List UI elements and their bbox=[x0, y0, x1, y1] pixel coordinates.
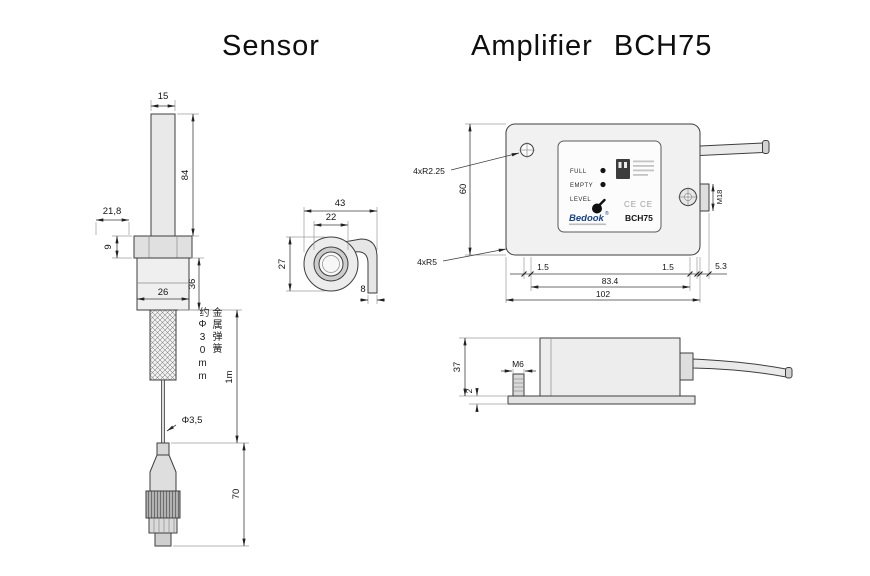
dim-shaft-width-label: 15 bbox=[158, 91, 169, 102]
dim-side-inner-diameter-label: 22 bbox=[326, 212, 337, 223]
dim-plate-thickness-label: 2 bbox=[464, 388, 474, 393]
empty-label: EMPTY bbox=[570, 183, 593, 189]
dim-corner-radius: 4xR5 bbox=[417, 248, 507, 267]
dim-body-width-label: 26 bbox=[158, 287, 169, 298]
dim-stud-thread-label: M6 bbox=[512, 359, 524, 369]
model-label: BCH75 bbox=[625, 213, 653, 223]
dim-side-inner-diameter: 22 bbox=[313, 212, 349, 250]
sensor-title: Sensor bbox=[222, 30, 320, 62]
dim-across-flats-label: 21,8 bbox=[103, 206, 122, 217]
amplifier-cable-top bbox=[699, 142, 764, 157]
sensor-body bbox=[136, 257, 190, 311]
full-led bbox=[600, 167, 606, 174]
dim-m18-label: M18 bbox=[715, 190, 724, 205]
front-panel bbox=[557, 140, 662, 233]
full-label: FULL bbox=[570, 169, 587, 175]
mounting-screw bbox=[519, 142, 535, 158]
empty-led bbox=[600, 181, 606, 188]
connector-knurl bbox=[145, 490, 181, 519]
dim-across-flats: 21,8 bbox=[95, 206, 130, 235]
dim-shaft-length-label: 84 bbox=[180, 170, 191, 181]
dim-bottom-chain: 1.5 1.5 5.3 83.4 102 bbox=[505, 213, 727, 303]
brand-subtext-line bbox=[569, 223, 606, 226]
cable-gland bbox=[678, 187, 698, 207]
dim-body-width: 26 bbox=[136, 287, 190, 301]
dim-side-height-label: 37 bbox=[452, 362, 463, 373]
dim-cable-diameter: Φ3,5 bbox=[166, 415, 203, 432]
sensor-spring-sheath bbox=[149, 309, 177, 381]
sensor-hex-flange bbox=[133, 235, 193, 259]
dim-shaft-length: 84 bbox=[177, 113, 199, 237]
level-knob bbox=[592, 198, 606, 214]
fine-print-lines bbox=[633, 160, 654, 176]
dim-flange-height-label: 9 bbox=[103, 244, 114, 249]
dim-flange-height: 9 bbox=[103, 235, 132, 259]
dim-shaft-width: 15 bbox=[150, 91, 176, 111]
dim-hook-width-label: 8 bbox=[360, 284, 365, 295]
ce-mark-2: CE bbox=[640, 200, 653, 209]
dim-stud-thread: M6 bbox=[501, 359, 536, 373]
dim-body-height-label: 36 bbox=[187, 279, 198, 290]
dip-switch bbox=[616, 159, 630, 179]
dim-hook-width: 8 bbox=[360, 284, 385, 304]
dim-side-overall-width-label: 43 bbox=[335, 198, 346, 209]
dim-offset-right-label: 1.5 bbox=[662, 262, 674, 272]
dim-corner-radius-label: 4xR5 bbox=[417, 257, 437, 267]
dim-total-width-label: 102 bbox=[596, 289, 610, 299]
dim-cable-length: 1m bbox=[171, 309, 249, 444]
dim-side-outer-diameter-label: 27 bbox=[277, 259, 288, 270]
amplifier-top-view: FULL EMPTY LEVEL CE CE Bedook bbox=[413, 123, 770, 303]
sensor-hook bbox=[342, 238, 378, 294]
amplifier-side-view: M6 37 2 bbox=[452, 337, 793, 412]
dim-cable-length-label: 1m bbox=[224, 370, 235, 383]
dim-cable-diameter-label: Φ3,5 bbox=[182, 415, 203, 426]
dim-offset-left-label: 1.5 bbox=[537, 262, 549, 272]
dim-side-overall-width: 43 bbox=[303, 198, 378, 252]
dim-screw-span-label: 83.4 bbox=[602, 276, 619, 286]
cable-end-cap-side bbox=[785, 367, 793, 379]
cable-end-cap-top bbox=[762, 140, 770, 154]
sensor-cable bbox=[161, 379, 165, 444]
dim-corner-screws-label: 4xR2.25 bbox=[413, 166, 445, 176]
m18-connector bbox=[699, 183, 710, 212]
mounting-plate bbox=[507, 395, 696, 405]
registered-mark: ® bbox=[605, 210, 609, 217]
spring-note-column-2: 金属弹簧 bbox=[210, 307, 221, 355]
amplifier-cable-side bbox=[692, 358, 787, 378]
brand-logo: Bedook bbox=[569, 213, 605, 224]
dim-enclosure-height-label: 60 bbox=[458, 184, 469, 195]
dim-connector-length: 70 bbox=[173, 442, 249, 547]
dim-plate-thickness: 2 bbox=[464, 388, 508, 412]
dim-corner-screws: 4xR2.25 bbox=[413, 152, 520, 176]
level-label: LEVEL bbox=[570, 197, 591, 203]
sensor-shaft bbox=[150, 113, 176, 237]
m6-stud bbox=[512, 373, 525, 397]
sensor-side-view: 43 22 27 8 bbox=[277, 198, 385, 304]
dim-connector-protrusion-label: 5.3 bbox=[715, 261, 727, 271]
dim-connector-length-label: 70 bbox=[231, 489, 242, 500]
sensor-front-view: 15 84 21,8 9 26 bbox=[95, 91, 249, 547]
dim-side-height: 37 bbox=[452, 337, 540, 397]
amplifier-enclosure-side bbox=[539, 337, 681, 397]
sensor-connector bbox=[145, 442, 181, 547]
dim-body-height: 36 bbox=[187, 257, 204, 311]
dim-enclosure-height: 60 bbox=[458, 123, 506, 256]
dim-side-outer-diameter: 27 bbox=[277, 236, 325, 292]
dim-m18: M18 bbox=[711, 183, 724, 212]
sensor-ring-bore bbox=[322, 255, 340, 273]
spring-note-column-1: 约Φ30mm bbox=[197, 307, 208, 384]
amplifier-title: Amplifier BCH75 bbox=[471, 30, 713, 62]
ce-mark-1: CE bbox=[624, 200, 637, 209]
side-connector bbox=[679, 352, 694, 381]
